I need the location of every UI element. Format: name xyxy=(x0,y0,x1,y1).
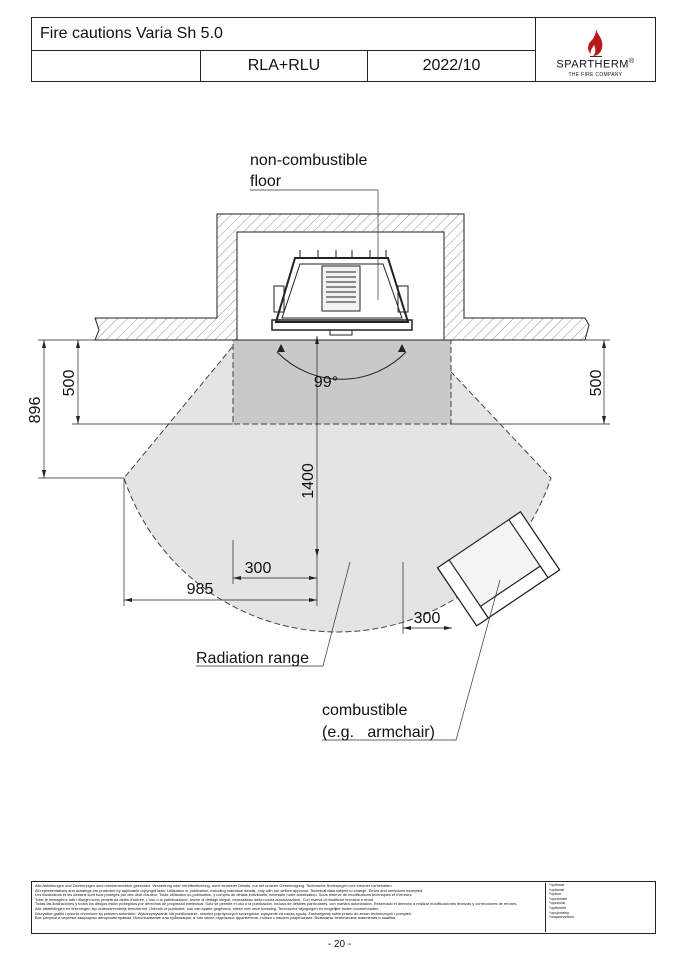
option-note: *opcional xyxy=(549,900,566,906)
option-note: *opzionale xyxy=(549,895,568,901)
page-number: - 20 - xyxy=(327,939,352,950)
floor-label-line1: non-combustible xyxy=(250,152,368,169)
option-note: *option xyxy=(549,891,562,897)
dimension-300-right: 300 xyxy=(414,610,441,627)
clearance-zone xyxy=(232,339,452,425)
option-note: *optional xyxy=(549,886,565,892)
flame-icon xyxy=(587,29,602,58)
armchair xyxy=(436,511,561,627)
dimension-500-left: 500 xyxy=(61,370,78,397)
radiation-range-label: Radiation range xyxy=(196,650,309,667)
legal-text: Alle Abbildungen und Zeichnungen sind ur… xyxy=(35,884,540,921)
dimension-896: 896 xyxy=(27,397,44,424)
option-note: *opcjonalny xyxy=(549,909,570,915)
legal-line: Tutte le immagini e tutti i disegni sono… xyxy=(35,897,375,902)
option-note: *optional xyxy=(549,882,565,887)
floor-label-line2: floor xyxy=(250,173,282,190)
legal-line: Wszystkie grafiki i rysunki chronione są… xyxy=(35,911,412,916)
brand-logo: SPARTHERM® THE FIRE COMPANY xyxy=(535,17,656,82)
dimension-500-right: 500 xyxy=(588,370,605,397)
options-column: *optional *optional *option *opzionale *… xyxy=(545,882,656,932)
brand-name: SPARTHERM® xyxy=(556,58,635,71)
dimension-985: 985 xyxy=(187,581,214,598)
option-note: *опционально xyxy=(549,914,575,920)
dimension-300-left: 300 xyxy=(245,560,272,577)
legal-line: Alle Abbildungen und Zeichnungen sind ur… xyxy=(35,884,393,888)
combustible-label-line1: combustible xyxy=(322,702,407,719)
legal-line: All representations and drawings are pro… xyxy=(35,888,424,893)
legal-line: Les illustrations et les dessins sont to… xyxy=(35,893,413,898)
title-text: Fire cautions Varia Sh 5.0 xyxy=(40,25,223,42)
fireplace-insert xyxy=(271,250,413,336)
legal-line: Todas las ilustraciones y todos los dibu… xyxy=(35,902,518,907)
legal-line: Alle afbeeldingen en tekeningen zijn aut… xyxy=(35,906,380,911)
combustible-label-line2: (e.g. armchair) xyxy=(322,724,435,741)
legal-line: Все рисунки и чертежи защищены авторским… xyxy=(35,916,397,921)
angle-label: 99° xyxy=(314,374,338,391)
brand-tagline: THE FIRE COMPANY xyxy=(568,72,623,78)
dimension-1400: 1400 xyxy=(300,463,317,499)
model-text: RLA+RLU xyxy=(247,57,321,74)
option-note: *optionele xyxy=(549,904,567,910)
date-text: 2022/10 xyxy=(422,57,481,74)
legal-footer: Alle Abbildungen und Zeichnungen sind ur… xyxy=(31,881,656,934)
